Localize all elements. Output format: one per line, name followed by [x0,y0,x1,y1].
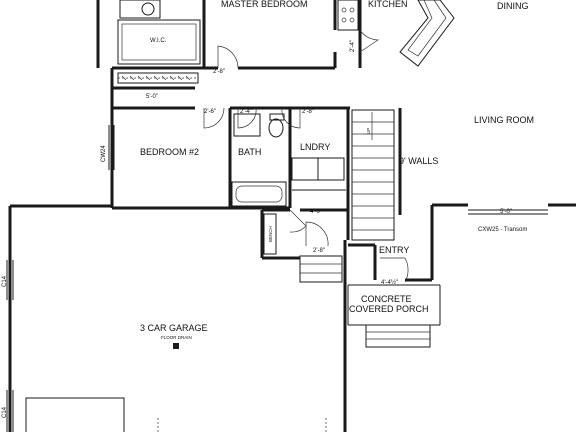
label-entry: ENTRY [379,245,409,255]
label-laundry: LNDRY [300,142,330,152]
label-floor-drain: FLOOR DRAIN [161,335,192,340]
label-window-c14-bottom: C14 [2,406,8,418]
label-bedroom2: BEDROOM #2 [140,147,199,157]
dim-closet: 5'-0" [146,94,158,100]
dimension-labels: 2'-8" 2'-4" 5'-0" 2'-6" 2'-4" 2'-8" 4'-0… [2,40,527,418]
label-wic: W.I.C. [150,38,167,44]
label-porch-line1: CONCRETE [361,294,412,304]
dim-bed2-door: 2'-6" [204,109,216,115]
dim-living-window: 5'-0" [500,209,512,215]
walls [8,0,576,432]
label-living-room: LIVING ROOM [474,115,534,125]
dim-garage-door: 2'-8" [313,248,325,254]
label-stair-up: UP [366,128,371,134]
label-bath: BATH [238,147,261,157]
dim-master-door: 2'-8" [213,69,225,75]
label-window-cxw25: CXW25 - Transom [478,227,527,233]
room-labels: DINING MASTER BEDROOM KITCHEN LIVING ROO… [140,0,534,340]
label-walls-note: 9' WALLS [399,156,438,166]
dim-bath-door: 2'-4" [240,109,252,115]
windows [6,125,548,432]
label-garage: 3 CAR GARAGE [140,323,208,333]
doors [203,29,409,283]
dim-kitchen-door: 2'-4" [350,40,356,52]
label-porch-line2: COVERED PORCH [349,304,429,314]
label-master-bedroom: MASTER BEDROOM [221,0,308,9]
label-window-c14-top: C14 [2,275,8,287]
label-bench: BENCH [268,226,273,242]
dim-entry-door: 4'-4½" [381,279,398,286]
stairs [299,109,431,348]
fixtures [119,0,455,349]
label-dining: DINING [497,1,529,11]
garage-doors [25,397,327,432]
label-kitchen: KITCHEN [368,0,408,9]
label-window-cw24: CW24 [101,145,107,162]
dim-lndry-door: 2'-8" [302,109,314,115]
dim-bench: 4'-0" [310,209,322,215]
closets [117,19,277,255]
